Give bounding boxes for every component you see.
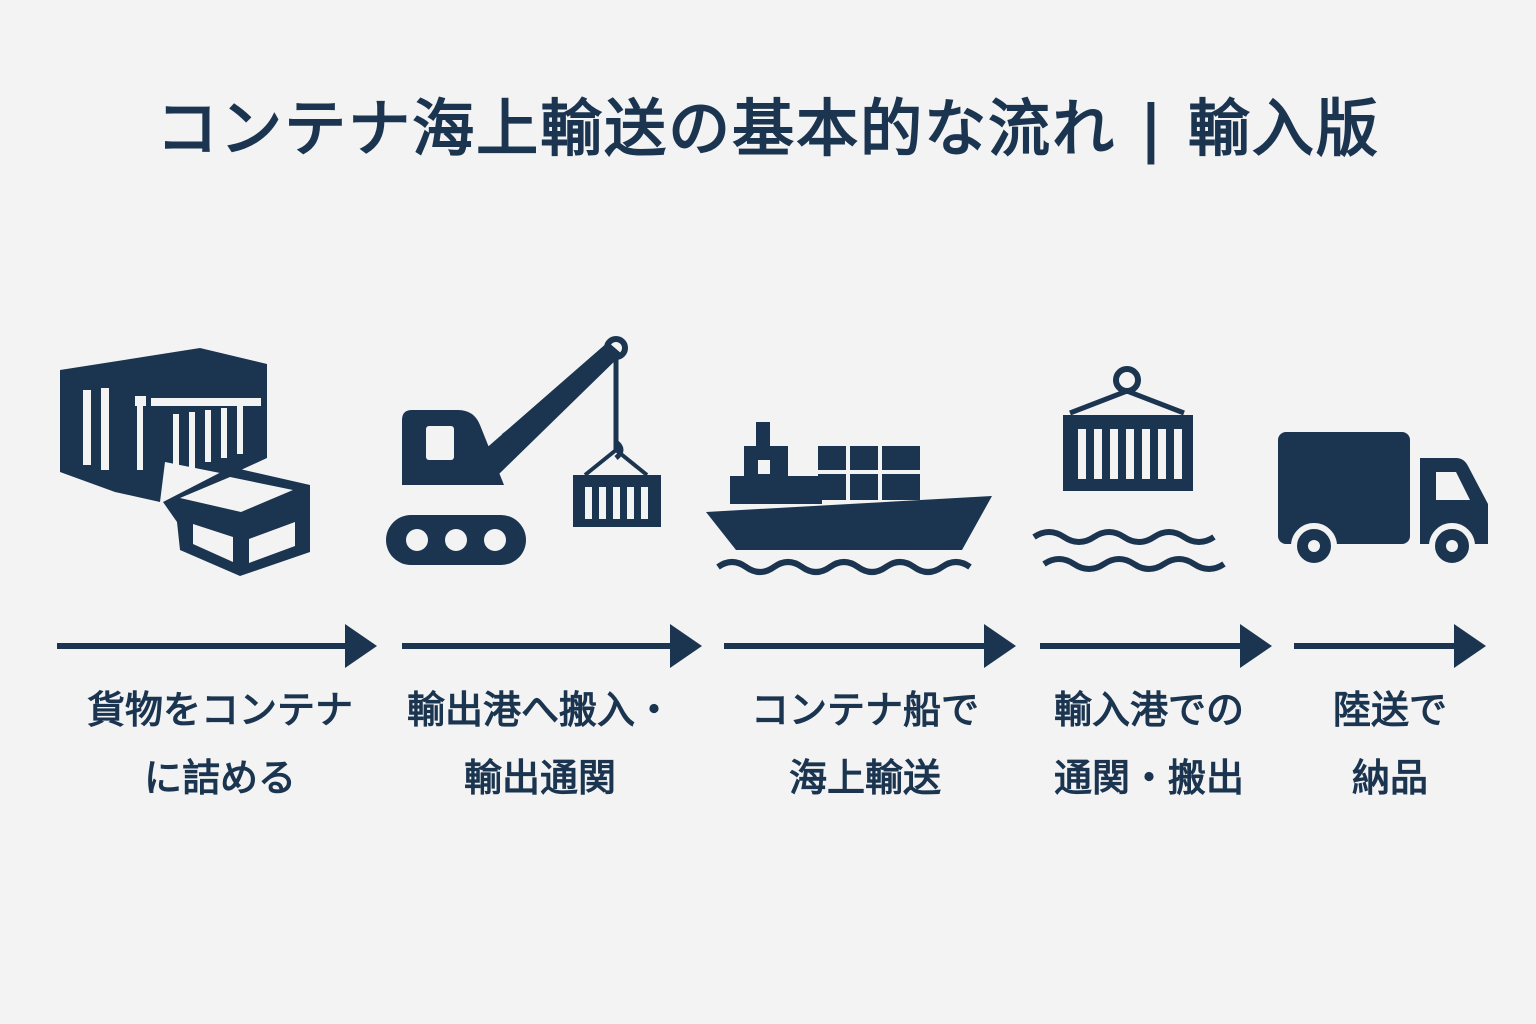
- page-title: コンテナ海上輸送の基本的な流れ | 輸入版: [156, 92, 1380, 165]
- step-label-line: 輸出港へ搬入・: [406, 688, 673, 732]
- crane-icon: [386, 336, 661, 565]
- step-label-5: 陸送で 納品: [1290, 676, 1490, 812]
- container-over-water-icon: [1032, 366, 1226, 572]
- arrow-right-icon: [402, 624, 702, 668]
- step-label-line: コンテナ船で: [750, 688, 979, 732]
- step-label-line: に詰める: [143, 756, 296, 800]
- step-label-line: 海上輸送: [788, 756, 941, 800]
- arrow-right-icon: [1294, 624, 1486, 668]
- container-with-box-icon: [60, 348, 310, 576]
- step-label-line: 陸送で: [1332, 688, 1447, 732]
- step-label-line: 通関・搬出: [1053, 756, 1244, 800]
- step-label-line: 輸入港での: [1053, 688, 1244, 732]
- step-label-line: 貨物をコンテナ: [86, 688, 353, 732]
- arrow-right-icon: [724, 624, 1016, 668]
- truck-icon: [1278, 432, 1488, 568]
- step-label-line: 輸出通関: [463, 756, 616, 800]
- step-label-line: 納品: [1351, 756, 1428, 800]
- step-label-4: 輸入港での 通関・搬出: [1018, 676, 1280, 812]
- container-ship-icon: [706, 422, 992, 575]
- step-label-1: 貨物をコンテナ に詰める: [20, 676, 420, 812]
- step-label-3: コンテナ船で 海上輸送: [710, 676, 1020, 812]
- arrow-right-icon: [57, 624, 377, 668]
- arrow-right-icon: [1040, 624, 1272, 668]
- step-label-2: 輸出港へ搬入・ 輸出通関: [370, 676, 710, 812]
